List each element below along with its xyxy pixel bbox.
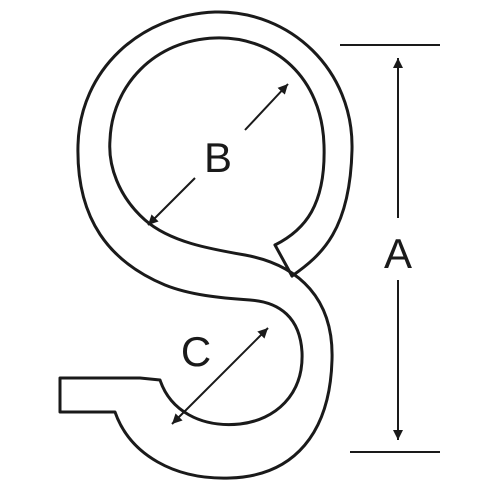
dimension-c-label: C	[181, 328, 211, 375]
dimension-b-line-lower	[147, 177, 196, 226]
dimension-a	[340, 44, 440, 453]
dimension-b-label: B	[204, 134, 232, 181]
dimension-c	[171, 327, 269, 425]
dimension-b-line-upper	[244, 83, 289, 131]
dimension-b	[147, 83, 289, 226]
dimension-a-label-bg	[375, 225, 421, 275]
upper-hook-tip	[273, 243, 294, 278]
dimension-a-label: A	[384, 230, 412, 277]
s-hook-shape	[58, 10, 354, 480]
upper-loop-outer	[58, 10, 354, 480]
dimension-c-line	[171, 327, 269, 425]
